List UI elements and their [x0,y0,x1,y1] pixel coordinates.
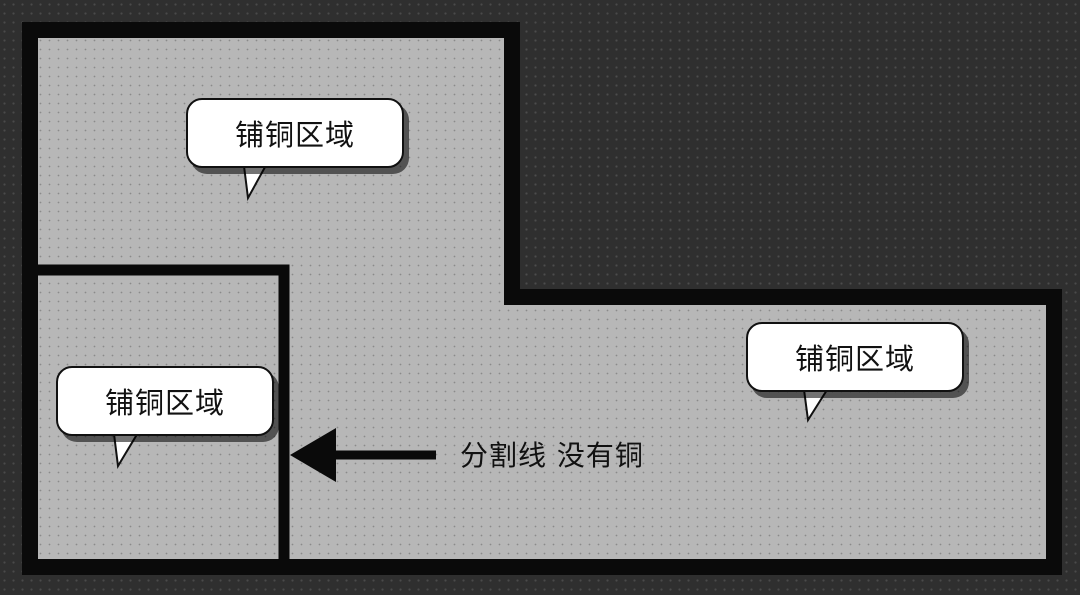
callout-label: 铺铜区域 [104,386,225,420]
callout-label: 铺铜区域 [234,118,355,152]
arrow-head [290,428,336,482]
callout-label: 铺铜区域 [794,342,915,376]
split-line [32,264,290,563]
empty-board-area [514,28,1054,296]
split-line-label: 分割线 没有铜 [460,439,644,472]
board-outline [22,22,1062,575]
callout-copper-area-right: 铺铜区域 [746,322,964,392]
callout-copper-area-top: 铺铜区域 [186,98,404,168]
callout-copper-area-left: 铺铜区域 [56,366,274,436]
